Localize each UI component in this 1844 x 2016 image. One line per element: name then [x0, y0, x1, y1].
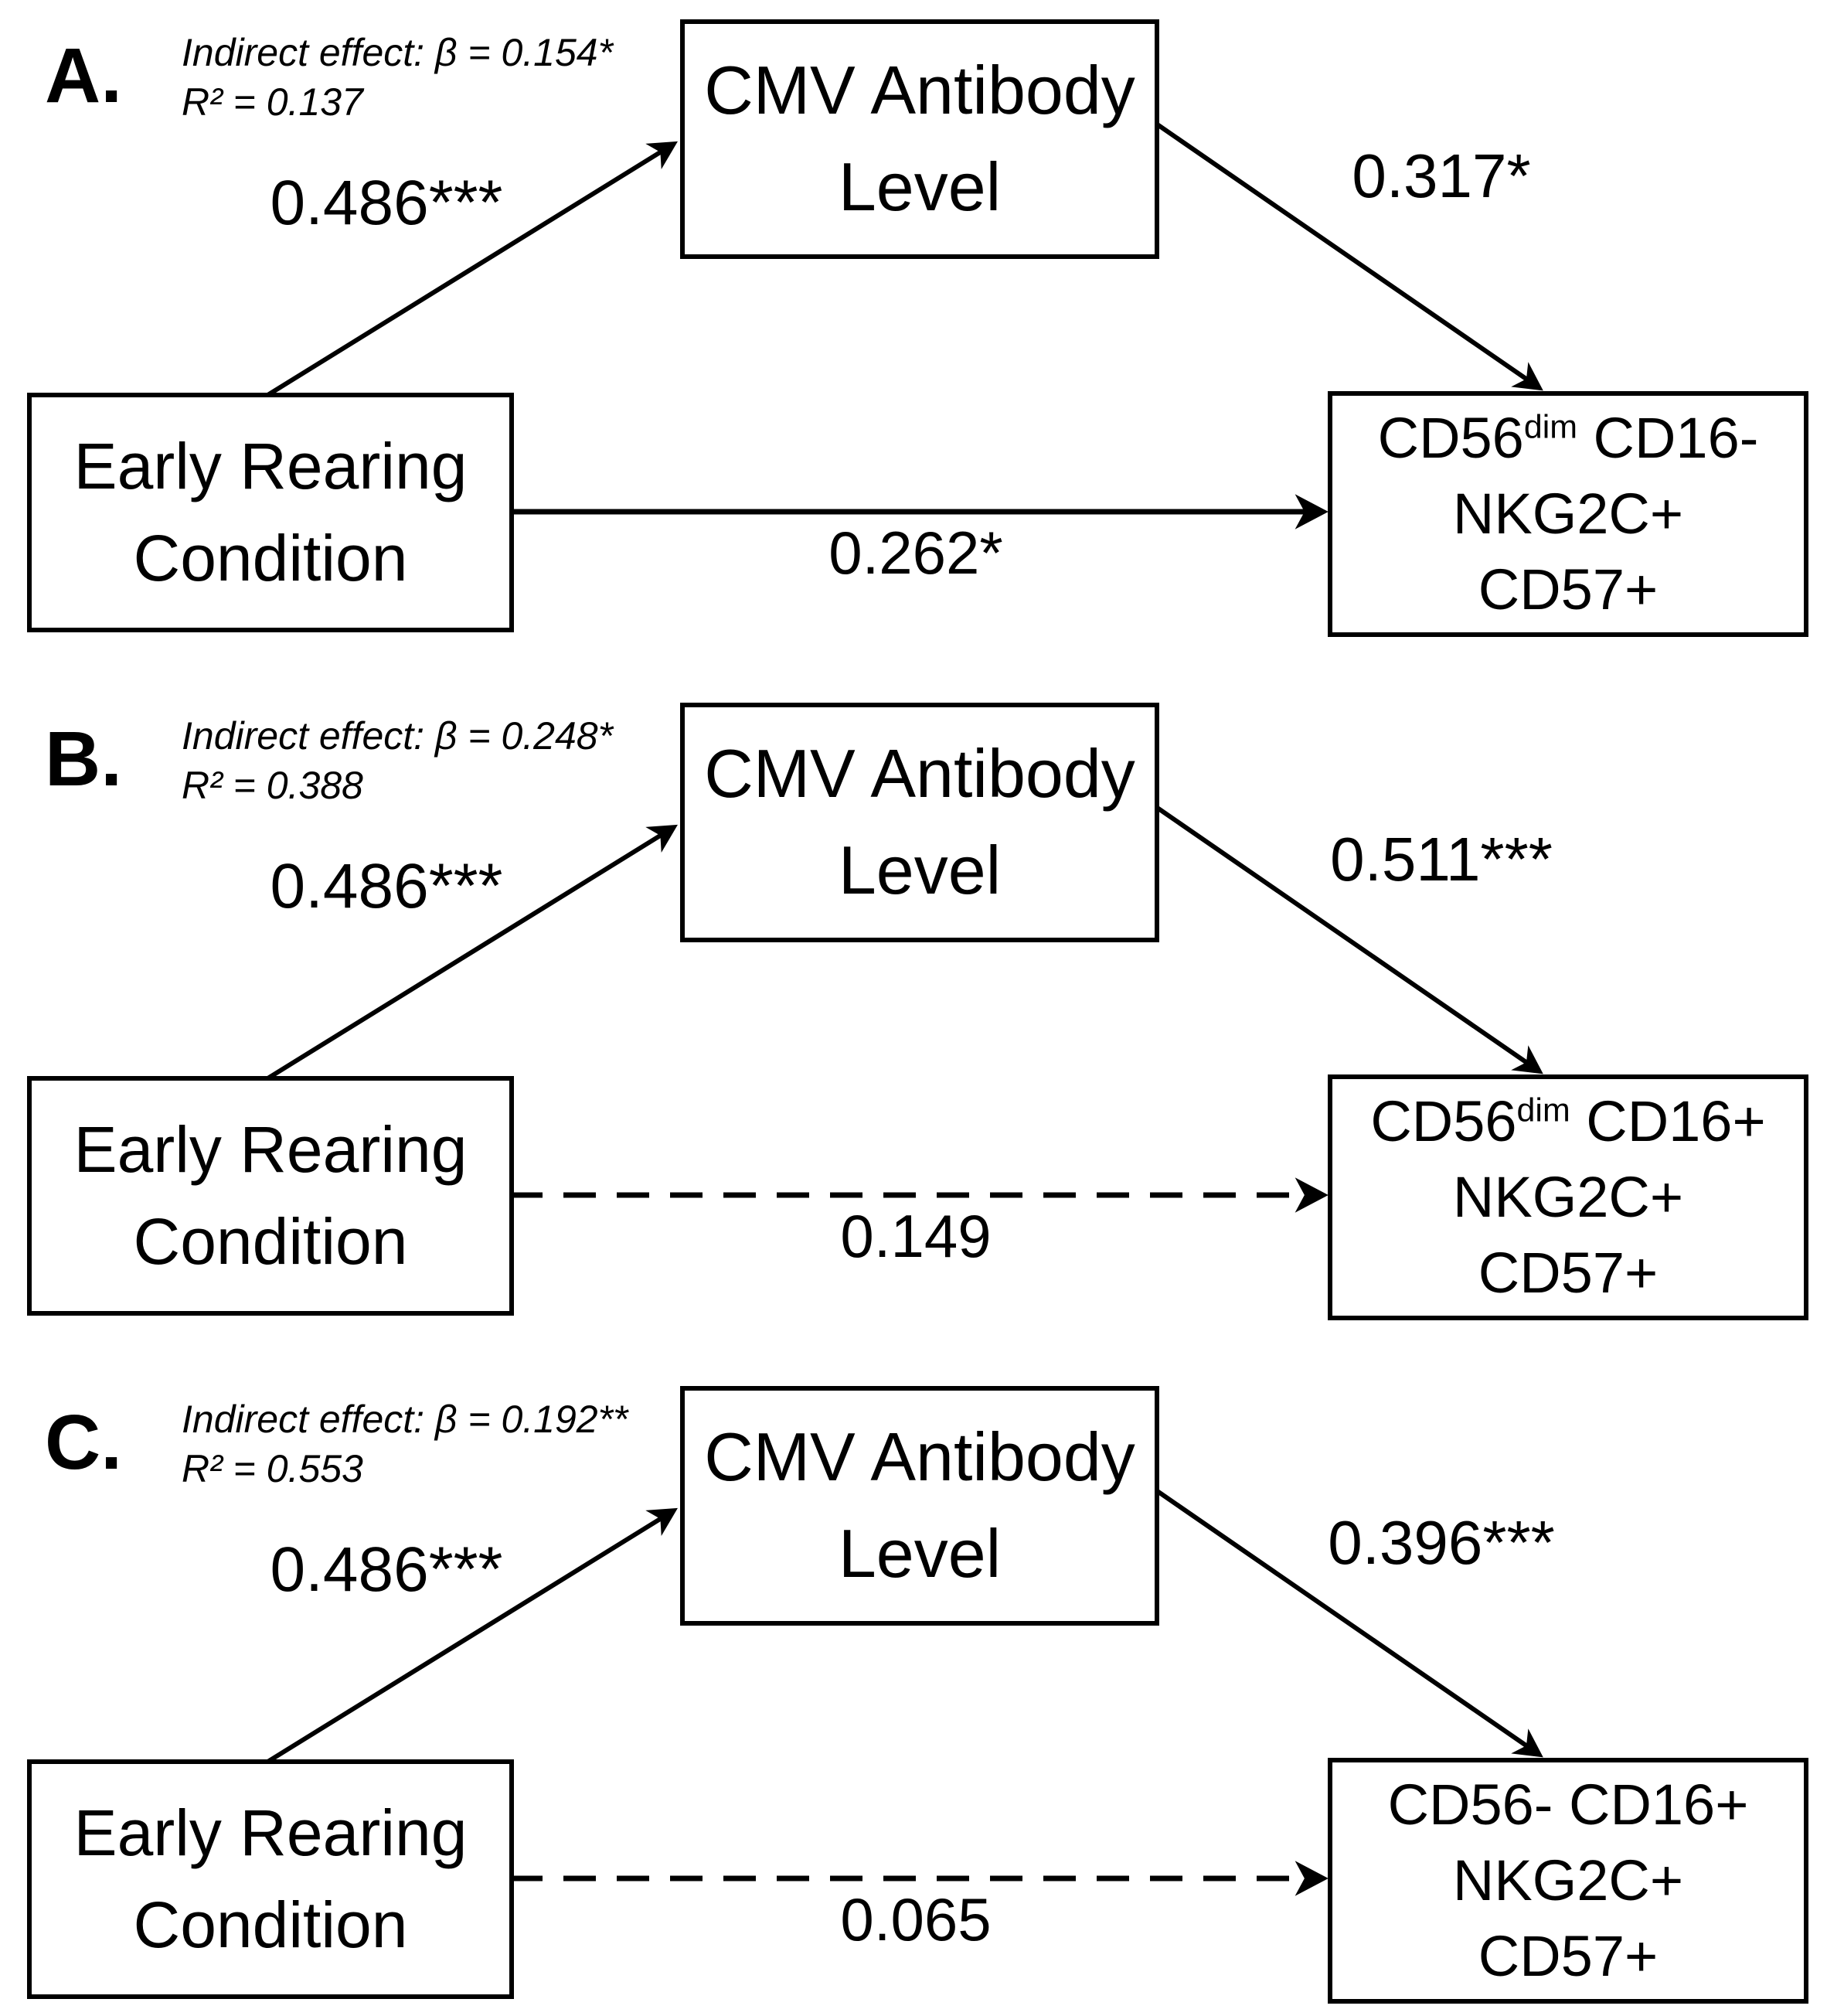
outcome-label-line1: CD56dim CD16+ — [1370, 1084, 1765, 1160]
panel-c-path-a-arrow — [261, 1507, 678, 1767]
direct-path-coefficient: 0.065 — [840, 1885, 992, 1953]
panel-c-mediation-diagram: C. Indirect effect: β = 0.192** R² = 0.5… — [0, 1367, 1844, 2016]
outcome-line1-base: CD56- — [1387, 1773, 1569, 1837]
path-a-coefficient: 0.486*** — [270, 851, 503, 921]
direct-path-coefficient: 0.149 — [840, 1202, 992, 1270]
panel-c-path-b-arrow — [1155, 1488, 1543, 1758]
direct-path-coefficient: 0.262* — [828, 519, 1003, 587]
outcome-line1-rest: CD16- — [1577, 406, 1759, 471]
indirect-effect-block: Indirect effect: β = 0.248* R² = 0.388 — [182, 711, 613, 810]
r-squared-label: R² = 0.388 — [182, 764, 363, 807]
path-a-coefficient: 0.486*** — [270, 1534, 503, 1605]
outcome-line1-superscript: dim — [1523, 408, 1577, 446]
panel-b-mediation-diagram: B. Indirect effect: β = 0.248* R² = 0.38… — [0, 683, 1844, 1367]
outcome-label-line2: NKG2C+ — [1452, 482, 1684, 547]
outcome-box: CD56dim CD16+ NKG2C+ CD57+ — [1328, 1074, 1808, 1320]
panel-a-mediation-diagram: A. Indirect effect: β = 0.154* R² = 0.13… — [0, 0, 1844, 683]
mediator-label-line1: CMV Antibody — [704, 735, 1135, 812]
panel-letter: C. — [45, 1399, 122, 1486]
mediator-box: CMV Antibody Level — [680, 703, 1159, 942]
outcome-label-line2: NKG2C+ — [1452, 1848, 1684, 1913]
indirect-effect-label: Indirect effect: β = 0.192** — [182, 1398, 628, 1441]
outcome-label-line2: NKG2C+ — [1452, 1165, 1684, 1230]
mediator-label-line2: Level — [838, 832, 1002, 908]
path-b-coefficient: 0.396*** — [1328, 1508, 1555, 1577]
indirect-effect-label: Indirect effect: β = 0.248* — [182, 714, 614, 758]
outcome-line1-rest: CD16+ — [1569, 1773, 1749, 1837]
r-squared-label: R² = 0.137 — [182, 80, 363, 124]
path-a-coefficient: 0.486*** — [270, 168, 503, 238]
path-b-coefficient: 0.317* — [1352, 141, 1531, 210]
panel-b-path-b-arrow — [1155, 805, 1543, 1074]
outcome-label-line1: CD56dim CD16- — [1378, 400, 1759, 476]
mediator-label-line1: CMV Antibody — [704, 1418, 1135, 1496]
outcome-box: CD56dim CD16- NKG2C+ CD57+ — [1328, 391, 1808, 637]
outcome-line1-superscript: dim — [1516, 1091, 1570, 1129]
predictor-label-line1: Early Rearing — [73, 429, 468, 502]
mediator-box: CMV Antibody Level — [680, 1386, 1159, 1626]
panel-letter: B. — [45, 716, 122, 802]
predictor-label-line2: Condition — [133, 522, 408, 594]
outcome-label-line3: CD57+ — [1478, 557, 1659, 621]
r-squared-label: R² = 0.553 — [182, 1447, 363, 1490]
outcome-label-line3: CD57+ — [1478, 1923, 1659, 1988]
outcome-box: CD56- CD16+ NKG2C+ CD57+ — [1328, 1758, 1808, 2004]
outcome-label-line3: CD57+ — [1478, 1240, 1659, 1305]
indirect-effect-block: Indirect effect: β = 0.154* R² = 0.137 — [182, 28, 613, 127]
panel-a-path-a-arrow — [261, 141, 678, 400]
mediator-box: CMV Antibody Level — [680, 19, 1159, 259]
indirect-effect-block: Indirect effect: β = 0.192** R² = 0.553 — [182, 1395, 628, 1493]
predictor-label-line2: Condition — [133, 1205, 408, 1278]
indirect-effect-label: Indirect effect: β = 0.154* — [182, 31, 614, 74]
outcome-line1-base: CD56 — [1370, 1089, 1517, 1154]
panel-a-path-b-arrow — [1155, 121, 1543, 391]
mediator-label-line2: Level — [838, 148, 1002, 225]
mediator-label-line2: Level — [838, 1515, 1002, 1592]
predictor-box: Early Rearing Condition — [27, 1759, 514, 1999]
panel-b-path-a-arrow — [261, 824, 678, 1084]
path-b-coefficient: 0.511*** — [1330, 825, 1553, 894]
predictor-label-line1: Early Rearing — [73, 1112, 468, 1186]
outcome-line1-rest: CD16+ — [1570, 1089, 1766, 1154]
panel-letter: A. — [45, 32, 122, 119]
outcome-label-line1: CD56- CD16+ — [1388, 1767, 1749, 1843]
outcome-line1-base: CD56 — [1377, 406, 1524, 471]
predictor-box: Early Rearing Condition — [27, 393, 514, 632]
mediator-label-line1: CMV Antibody — [704, 52, 1135, 129]
predictor-box: Early Rearing Condition — [27, 1076, 514, 1316]
predictor-label-line2: Condition — [133, 1888, 408, 1961]
predictor-label-line1: Early Rearing — [73, 1796, 468, 1869]
